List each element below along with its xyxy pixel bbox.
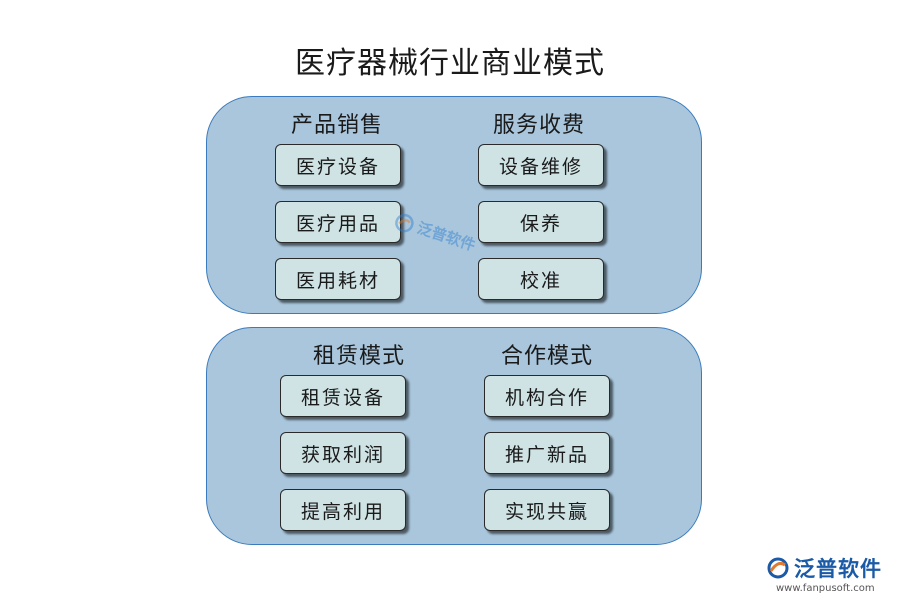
node-maintenance: 保养 — [478, 201, 604, 243]
node-equipment-repair: 设备维修 — [478, 144, 604, 186]
panel-bottom: 租赁模式 合作模式 租赁设备 获取利润 提高利用 机构合作 推广新品 实现共赢 — [206, 327, 702, 545]
node-calibration: 校准 — [478, 258, 604, 300]
column-heading-leasing-model: 租赁模式 — [313, 344, 406, 369]
column-heading-cooperation-model: 合作模式 — [501, 344, 594, 369]
page-title: 医疗器械行业商业模式 — [295, 46, 605, 81]
node-obtain-profit: 获取利润 — [280, 432, 406, 474]
node-medical-consumables: 医用耗材 — [275, 258, 401, 300]
node-medical-supplies: 医疗用品 — [275, 201, 401, 243]
node-promote-new-products: 推广新品 — [484, 432, 610, 474]
node-improve-utilization: 提高利用 — [280, 489, 406, 531]
fanpu-logo-icon — [395, 213, 414, 232]
node-lease-equipment: 租赁设备 — [280, 375, 406, 417]
logo-name: 泛普软件 — [794, 557, 882, 581]
node-win-win: 实现共赢 — [484, 489, 610, 531]
panel-top: 产品销售 服务收费 医疗设备 医疗用品 医用耗材 设备维修 保养 校准 — [206, 96, 702, 314]
logo-url: www.fanpusoft.com — [776, 583, 875, 594]
node-institution-cooperation: 机构合作 — [484, 375, 610, 417]
column-heading-service-fees: 服务收费 — [493, 113, 586, 138]
watermark: 泛普软件 — [392, 210, 478, 256]
fanpu-logo-icon — [767, 557, 789, 579]
column-heading-product-sales: 产品销售 — [291, 113, 384, 138]
node-medical-equipment: 医疗设备 — [275, 144, 401, 186]
brand-logo: 泛普软件 www.fanpusoft.com — [766, 553, 896, 597]
